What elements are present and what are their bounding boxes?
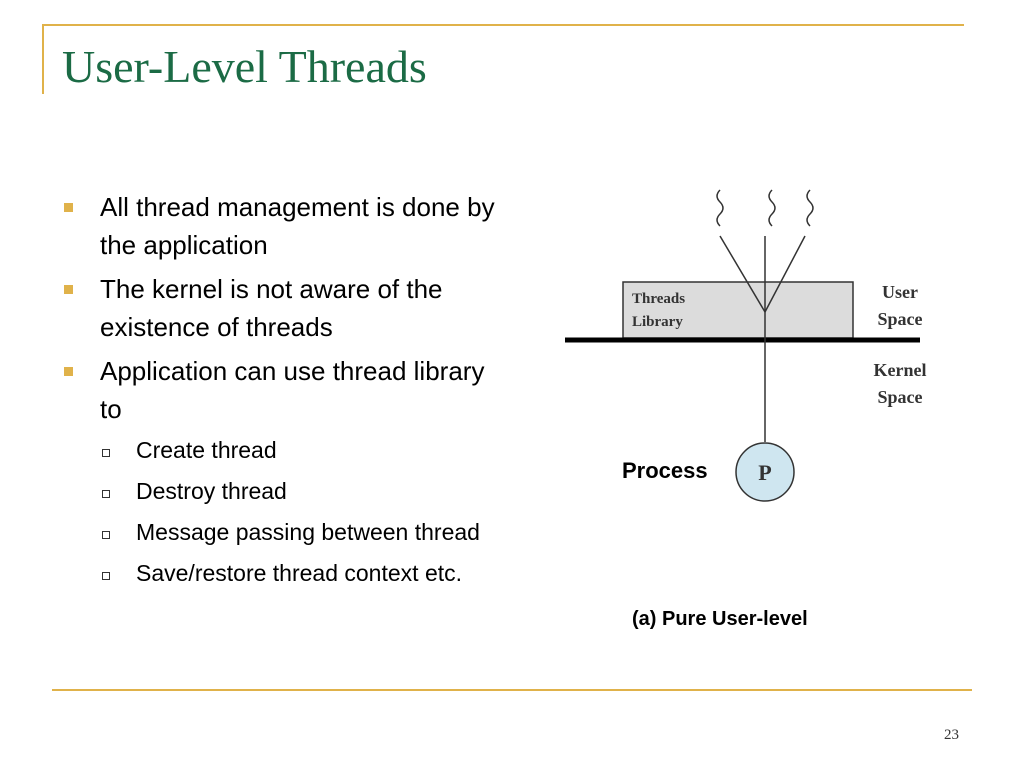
kernel-space-label-line1: Kernel xyxy=(874,360,927,380)
sub-bullet-text: Message passing between thread xyxy=(136,519,480,545)
bullet-text: Application can use thread library to xyxy=(100,356,485,424)
library-label-line2: Library xyxy=(632,314,683,330)
user-space-label-line2: Space xyxy=(878,309,923,329)
bottom-border-line xyxy=(52,689,972,691)
checkbox-bullet-icon xyxy=(102,531,110,539)
sub-bullet-item: Save/restore thread context etc. xyxy=(62,557,502,590)
library-label-line1: Threads xyxy=(632,291,685,307)
bullet-item: All thread management is done by the app… xyxy=(62,188,502,264)
checkbox-bullet-icon xyxy=(102,449,110,457)
sub-bullet-item: Create thread xyxy=(62,434,502,467)
bullet-item: The kernel is not aware of the existence… xyxy=(62,270,502,346)
thread-model-diagram: Threads Library P User Space Kernel Spac… xyxy=(565,189,927,502)
bullet-text: All thread management is done by the app… xyxy=(100,192,495,260)
bullet-text: The kernel is not aware of the existence… xyxy=(100,274,443,342)
diagram-caption: (a) Pure User-level xyxy=(632,608,808,630)
thread-connector-3 xyxy=(764,235,806,313)
square-bullet-icon xyxy=(64,203,73,212)
process-symbol: P xyxy=(758,460,771,485)
checkbox-bullet-icon xyxy=(102,490,110,498)
thread-squiggle-1 xyxy=(716,189,724,227)
process-circle xyxy=(735,442,795,502)
bullet-list: All thread management is done by the app… xyxy=(62,188,502,598)
square-bullet-icon xyxy=(64,367,73,376)
thread-squiggle-3 xyxy=(806,189,814,227)
process-label: Process xyxy=(622,458,708,483)
page-number: 23 xyxy=(944,727,959,743)
checkbox-bullet-icon xyxy=(102,572,110,580)
sub-bullet-item: Destroy thread xyxy=(62,475,502,508)
threads-library-box xyxy=(622,281,854,339)
sub-bullet-item: Message passing between thread xyxy=(62,516,502,549)
sub-bullet-text: Create thread xyxy=(136,437,277,463)
left-border-line xyxy=(42,24,44,94)
sub-bullet-text: Destroy thread xyxy=(136,478,287,504)
top-border-line xyxy=(42,24,964,26)
sub-bullet-text: Save/restore thread context etc. xyxy=(136,560,463,586)
slide-title: User-Level Threads xyxy=(62,41,427,92)
bullet-item: Application can use thread library to xyxy=(62,352,502,428)
thread-squiggle-2 xyxy=(768,189,776,227)
kernel-space-label-line2: Space xyxy=(878,387,923,407)
square-bullet-icon xyxy=(64,285,73,294)
user-space-label-line1: User xyxy=(882,282,918,302)
thread-connector-1 xyxy=(719,235,766,313)
